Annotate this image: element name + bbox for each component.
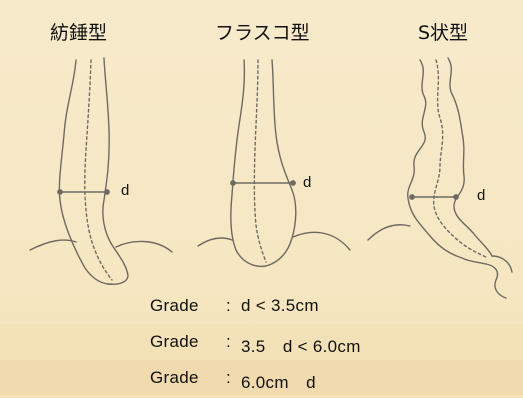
grade-label: Grade (150, 296, 199, 316)
grade-colon: : (226, 368, 231, 388)
flask-right-wall (266, 60, 296, 266)
esophagus-illustrations (0, 0, 523, 300)
grade-row-1: Grade : d < 3.5cm (0, 288, 523, 323)
grade-label: Grade (150, 332, 199, 352)
grade-colon: : (226, 296, 231, 316)
spindle-right-wall (103, 58, 128, 284)
grade-criterion: d < 3.5cm (241, 296, 319, 316)
grade-row-2: Grade : 3.5 d < 6.0cm (0, 324, 523, 359)
flask-left-wall (231, 60, 266, 266)
spindle-type-shape (30, 58, 172, 284)
spindle-stomach-outline-right (116, 241, 172, 252)
grade-colon: : (226, 332, 231, 352)
spindle-stomach-outline (30, 240, 76, 250)
s-type-right-wall (448, 58, 492, 256)
spindle-left-wall (59, 60, 108, 284)
grade-criterion: 6.0cm d (241, 368, 316, 393)
flask-d-label: d (303, 174, 311, 191)
grade-row-3: Grade : 6.0cm d (0, 360, 523, 395)
s-type-duodenum-2 (492, 256, 512, 272)
spindle-d-label: d (121, 182, 129, 199)
flask-stomach-outline (198, 238, 232, 246)
flask-type-shape (198, 60, 350, 266)
s-type-stomach-outline (368, 225, 410, 240)
flask-center-line (254, 60, 266, 262)
flask-stomach-outline-right (293, 232, 350, 250)
s-type-shape (368, 58, 512, 298)
s-type-d-label: d (477, 187, 485, 204)
s-type-center-line (434, 60, 488, 258)
grade-criterion: 3.5 d < 6.0cm (241, 332, 361, 357)
grade-label: Grade (150, 368, 199, 388)
